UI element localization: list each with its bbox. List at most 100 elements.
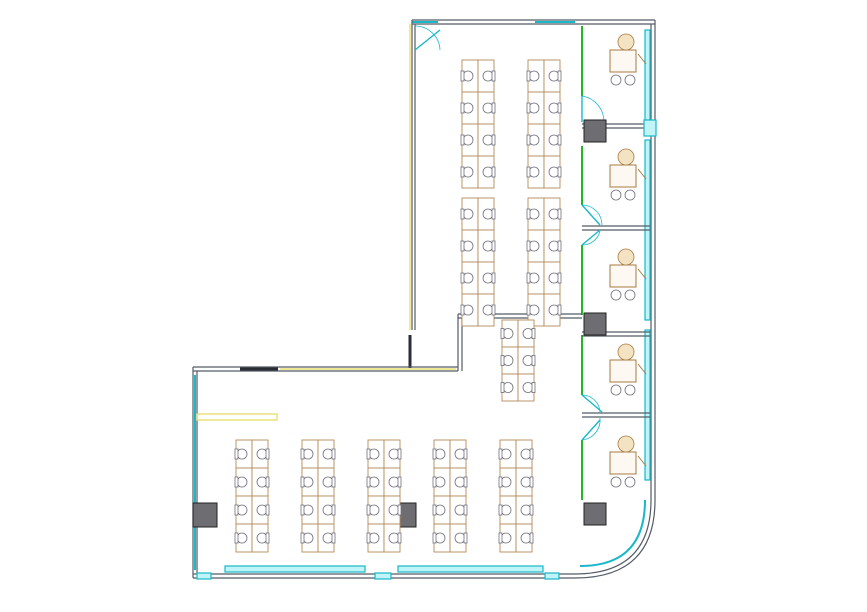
executive-desk [609,264,637,288]
private-office-furniture [609,33,647,488]
door-office-5 [581,417,601,441]
chair [522,382,536,393]
chair [234,532,248,544]
chair [522,328,536,339]
chair [482,166,496,178]
chair [548,134,562,146]
chair [256,448,270,460]
workstation-cluster [300,439,336,553]
chair [234,504,248,516]
chair [526,240,540,252]
chair [548,272,562,284]
guest-chair [624,384,636,396]
chair [482,102,496,114]
chair [388,532,402,544]
chair [548,102,562,114]
chair [454,448,468,460]
chair [460,70,474,82]
chair [234,476,248,488]
chair [500,355,514,366]
chair [498,532,512,544]
workstation-cluster [460,59,496,189]
chair [300,504,314,516]
executive-desk [609,451,637,475]
chair [526,208,540,220]
door-office-4 [581,394,603,414]
office-furniture [609,435,647,488]
chair [460,240,474,252]
chair [520,532,534,544]
chair [522,355,536,366]
guest-chair [624,74,636,86]
chair [482,134,496,146]
chair [482,304,496,316]
workstation-cluster [526,59,562,189]
workstation-cluster [432,439,468,553]
chair [526,102,540,114]
chair [482,272,496,284]
workstation-cluster [366,439,402,553]
chair [520,476,534,488]
interior-walls [196,24,657,500]
chair [460,272,474,284]
guest-chair [610,189,622,201]
chair [432,504,446,516]
guest-chair [624,476,636,488]
office-furniture [609,33,647,86]
chair [526,166,540,178]
executive-chair [617,435,635,453]
chair [388,504,402,516]
chair [482,208,496,220]
chair [460,304,474,316]
column [583,312,607,336]
guest-chair [624,189,636,201]
executive-chair [617,248,635,266]
chair [256,476,270,488]
column [583,502,607,526]
workstation-cluster [500,319,536,402]
chair [454,532,468,544]
workstation-cluster [460,197,496,327]
office-furniture [609,343,647,396]
chair [548,70,562,82]
doors [196,25,605,580]
chair [322,476,336,488]
guest-chair [624,289,636,301]
chair [322,448,336,460]
chair [548,240,562,252]
chair [460,208,474,220]
chair [500,328,514,339]
chair [234,448,248,460]
chair [526,70,540,82]
chair [366,532,380,544]
door-office-1 [581,95,605,123]
chair [548,208,562,220]
chair [460,134,474,146]
chair [520,504,534,516]
chair [454,504,468,516]
chair [432,532,446,544]
chair [388,448,402,460]
chair [322,532,336,544]
chair [460,102,474,114]
chair [256,504,270,516]
chair [454,476,468,488]
chair [482,70,496,82]
chair [526,272,540,284]
guest-chair [610,476,622,488]
guest-chair [610,289,622,301]
executive-desk [609,164,637,188]
workstation-cluster [498,439,534,553]
column [583,119,607,143]
executive-desk [609,359,637,383]
chair [322,504,336,516]
chair [300,448,314,460]
chair [460,166,474,178]
workstation-cluster [234,439,270,553]
door-north-entry [414,25,441,51]
chair [548,166,562,178]
chair [256,532,270,544]
guest-chair [610,384,622,396]
office-furniture [609,248,647,301]
chair [432,476,446,488]
